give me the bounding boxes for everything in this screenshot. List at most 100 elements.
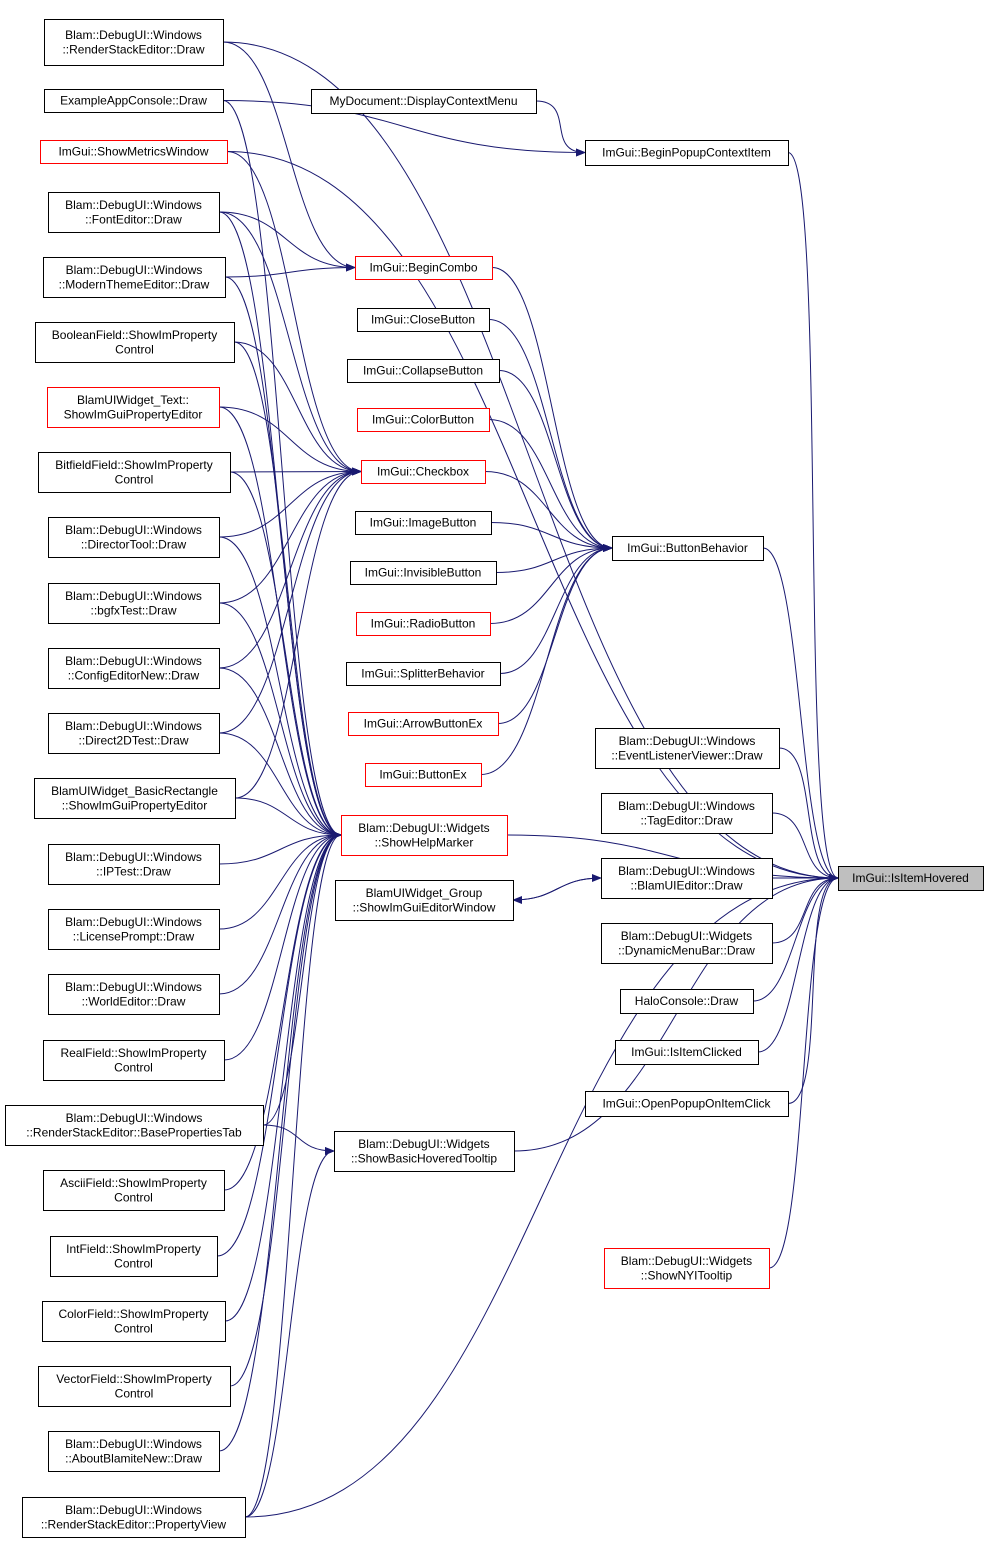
node-label-line: ImGui::IsItemClicked [631, 1045, 742, 1059]
edge-direct2d-test-to-help-marker [218, 732, 342, 839]
node-basic-tooltip[interactable]: Blam::DebugUI::Widgets::ShowBasicHovered… [334, 1131, 515, 1172]
node-ip-test[interactable]: Blam::DebugUI::Windows::IPTest::Draw [48, 844, 220, 885]
node-direct2d-test[interactable]: Blam::DebugUI::Windows::Direct2DTest::Dr… [48, 713, 220, 754]
node-box [43, 1040, 225, 1081]
node-radio-button[interactable]: ImGui::RadioButton [356, 612, 491, 636]
edge-widget-text-to-checkbox [218, 406, 362, 476]
node-box [47, 387, 220, 428]
node-event-listener[interactable]: Blam::DebugUI::Windows::EventListenerVie… [595, 728, 780, 769]
edge-int-field-to-help-marker [216, 831, 342, 1257]
node-box [357, 308, 490, 332]
node-widget-text[interactable]: BlamUIWidget_Text::ShowImGuiPropertyEdit… [47, 387, 220, 428]
node-tag-editor[interactable]: Blam::DebugUI::Windows::TagEditor::Draw [601, 793, 773, 834]
node-label-line: Blam::DebugUI::Windows [65, 915, 202, 929]
node-button-ex[interactable]: ImGui::ButtonEx [365, 763, 482, 787]
node-dyn-menu-bar[interactable]: Blam::DebugUI::Widgets::DynamicMenuBar::… [601, 923, 773, 964]
node-label-line: ::IPTest::Draw [96, 864, 171, 878]
node-eac-draw[interactable]: ExampleAppConsole::Draw [44, 89, 224, 113]
node-close-button[interactable]: ImGui::CloseButton [357, 308, 490, 332]
edge-mydoc-ctx-to-begin-popup-ctx [535, 100, 586, 157]
node-label-line: Blam::DebugUI::Windows [65, 589, 202, 603]
node-rse-draw[interactable]: Blam::DebugUI::Windows::RenderStackEdito… [44, 19, 224, 66]
edge-bgfx-test-to-checkbox [218, 467, 362, 604]
node-label-line: Blam::DebugUI::Windows [65, 719, 202, 733]
edge-basic-rect-to-help-marker [234, 797, 342, 839]
node-box [355, 511, 492, 535]
node-config-editor[interactable]: Blam::DebugUI::Windows::ConfigEditorNew:… [48, 648, 220, 689]
node-box [838, 866, 984, 891]
node-begin-combo[interactable]: ImGui::BeginCombo [355, 256, 493, 280]
node-box [350, 561, 497, 585]
node-box [44, 19, 224, 66]
edge-open-popup-click-to-is-item-hovered [787, 874, 839, 1104]
node-world-editor[interactable]: Blam::DebugUI::Windows::WorldEditor::Dra… [48, 974, 220, 1015]
node-modern-theme[interactable]: Blam::DebugUI::Windows::ModernThemeEdito… [43, 257, 226, 298]
node-invisible-button[interactable]: ImGui::InvisibleButton [350, 561, 497, 585]
edge-direct2d-test-to-checkbox [218, 467, 362, 734]
node-rse-base-props[interactable]: Blam::DebugUI::Windows::RenderStackEdito… [5, 1105, 264, 1146]
node-bgfx-test[interactable]: Blam::DebugUI::Windows::bgfxTest::Draw [48, 583, 220, 624]
node-color-button[interactable]: ImGui::ColorButton [357, 408, 490, 432]
node-box [35, 322, 235, 363]
node-box [38, 452, 231, 493]
node-button-behavior[interactable]: ImGui::ButtonBehavior [612, 536, 764, 561]
node-show-metrics[interactable]: ImGui::ShowMetricsWindow [40, 140, 228, 164]
edge-boolean-field-to-checkbox [233, 341, 362, 476]
edge-vector-field-to-help-marker [229, 831, 342, 1387]
node-font-editor[interactable]: Blam::DebugUI::Windows::FontEditor::Draw [48, 192, 220, 233]
node-label-line: ::RenderStackEditor::PropertyView [41, 1517, 227, 1531]
node-label-line: ::RenderStackEditor::Draw [62, 42, 204, 56]
node-rse-prop-view[interactable]: Blam::DebugUI::Windows::RenderStackEdito… [22, 1497, 246, 1538]
node-basic-rect[interactable]: BlamUIWidget_BasicRectangle::ShowImGuiPr… [34, 778, 236, 819]
node-license-prompt[interactable]: Blam::DebugUI::Windows::LicensePrompt::D… [48, 909, 220, 950]
node-mydoc-ctx[interactable]: MyDocument::DisplayContextMenu [311, 89, 537, 114]
node-label-line: Blam::DebugUI::Windows [66, 1111, 203, 1125]
node-arrow-button[interactable]: ImGui::ArrowButtonEx [348, 712, 499, 736]
edge-color-button-to-button-behavior [488, 419, 613, 552]
node-label-line: ::TagEditor::Draw [640, 813, 732, 827]
node-box [34, 778, 236, 819]
node-about-blamite[interactable]: Blam::DebugUI::Windows::AboutBlamiteNew:… [48, 1431, 220, 1472]
node-director-tool[interactable]: Blam::DebugUI::Windows::DirectorTool::Dr… [48, 517, 220, 558]
edge-eac-draw-to-help-marker [222, 100, 342, 839]
node-label-line: Control [115, 472, 154, 486]
node-is-item-clicked[interactable]: ImGui::IsItemClicked [615, 1040, 759, 1065]
node-label-line: ColorField::ShowImProperty [58, 1307, 208, 1321]
edge-event-listener-to-is-item-hovered [778, 747, 839, 882]
edge-show-metrics-to-is-item-hovered [226, 151, 839, 882]
node-is-item-hovered[interactable]: ImGui::IsItemHovered [838, 866, 984, 891]
node-group-editor[interactable]: BlamUIWidget_Group::ShowImGuiEditorWindo… [335, 880, 514, 921]
node-box [334, 1131, 515, 1172]
edge-rse-prop-view-to-help-marker [244, 831, 342, 1518]
node-label-line: ::ModernThemeEditor::Draw [59, 277, 210, 291]
node-blamui-editor[interactable]: Blam::DebugUI::Windows::BlamUIEditor::Dr… [601, 858, 773, 899]
node-nyi-tooltip[interactable]: Blam::DebugUI::Widgets::ShowNYITooltip [604, 1248, 770, 1289]
node-collapse-button[interactable]: ImGui::CollapseButton [347, 359, 500, 383]
edge-basic-rect-to-checkbox [234, 467, 362, 799]
node-halo-console[interactable]: HaloConsole::Draw [620, 989, 754, 1014]
node-splitter[interactable]: ImGui::SplitterBehavior [346, 662, 501, 686]
node-label-line: ImGui::Checkbox [377, 465, 469, 479]
node-begin-popup-ctx[interactable]: ImGui::BeginPopupContextItem [585, 140, 789, 166]
node-help-marker[interactable]: Blam::DebugUI::Widgets::ShowHelpMarker [341, 815, 508, 856]
node-label-line: ImGui::RadioButton [371, 617, 476, 631]
node-checkbox[interactable]: ImGui::Checkbox [361, 460, 486, 484]
node-label-line: ImGui::BeginPopupContextItem [602, 146, 771, 160]
edge-nyi-tooltip-to-is-item-hovered [768, 874, 839, 1269]
edge-director-tool-to-checkbox [218, 467, 362, 538]
node-image-button[interactable]: ImGui::ImageButton [355, 511, 492, 535]
node-box [48, 648, 220, 689]
node-box [615, 1040, 759, 1065]
edge-button-ex-to-button-behavior [480, 544, 613, 775]
node-open-popup-click[interactable]: ImGui::OpenPopupOnItemClick [585, 1091, 789, 1117]
edge-radio-button-to-button-behavior [489, 544, 613, 624]
edge-rse-prop-view-to-basic-tooltip [244, 1147, 335, 1518]
